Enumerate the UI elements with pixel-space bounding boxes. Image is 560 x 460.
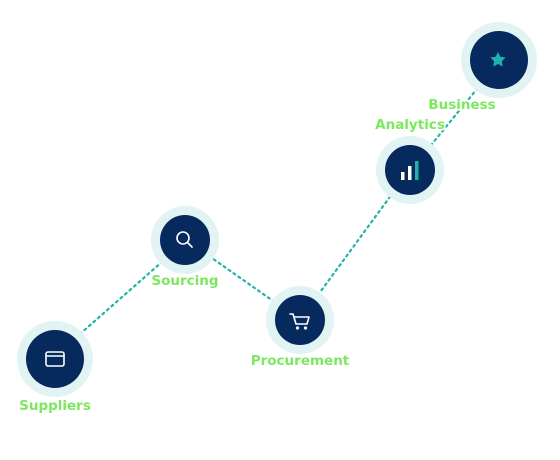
bar-chart-icon (401, 161, 419, 180)
connector-procurement-analytics (316, 192, 394, 297)
cart-icon (289, 313, 310, 330)
node-business[interactable] (461, 22, 537, 98)
node-label-suppliers: Suppliers (19, 398, 91, 414)
node-suppliers[interactable] (17, 321, 93, 397)
node-label-analytics: Analytics (375, 117, 445, 133)
card-icon (45, 351, 65, 367)
connector-sourcing-procurement (207, 254, 278, 305)
node-label-procurement: Procurement (251, 353, 350, 369)
connector-analytics-business (425, 82, 483, 152)
star-icon (490, 52, 506, 67)
node-label-business: Business (428, 97, 495, 113)
connector-suppliers-sourcing (78, 259, 165, 336)
node-label-sourcing: Sourcing (151, 273, 218, 289)
search-icon (176, 231, 193, 248)
node-procurement[interactable] (266, 286, 334, 354)
node-analytics[interactable] (376, 136, 444, 204)
node-sourcing[interactable] (151, 206, 219, 274)
